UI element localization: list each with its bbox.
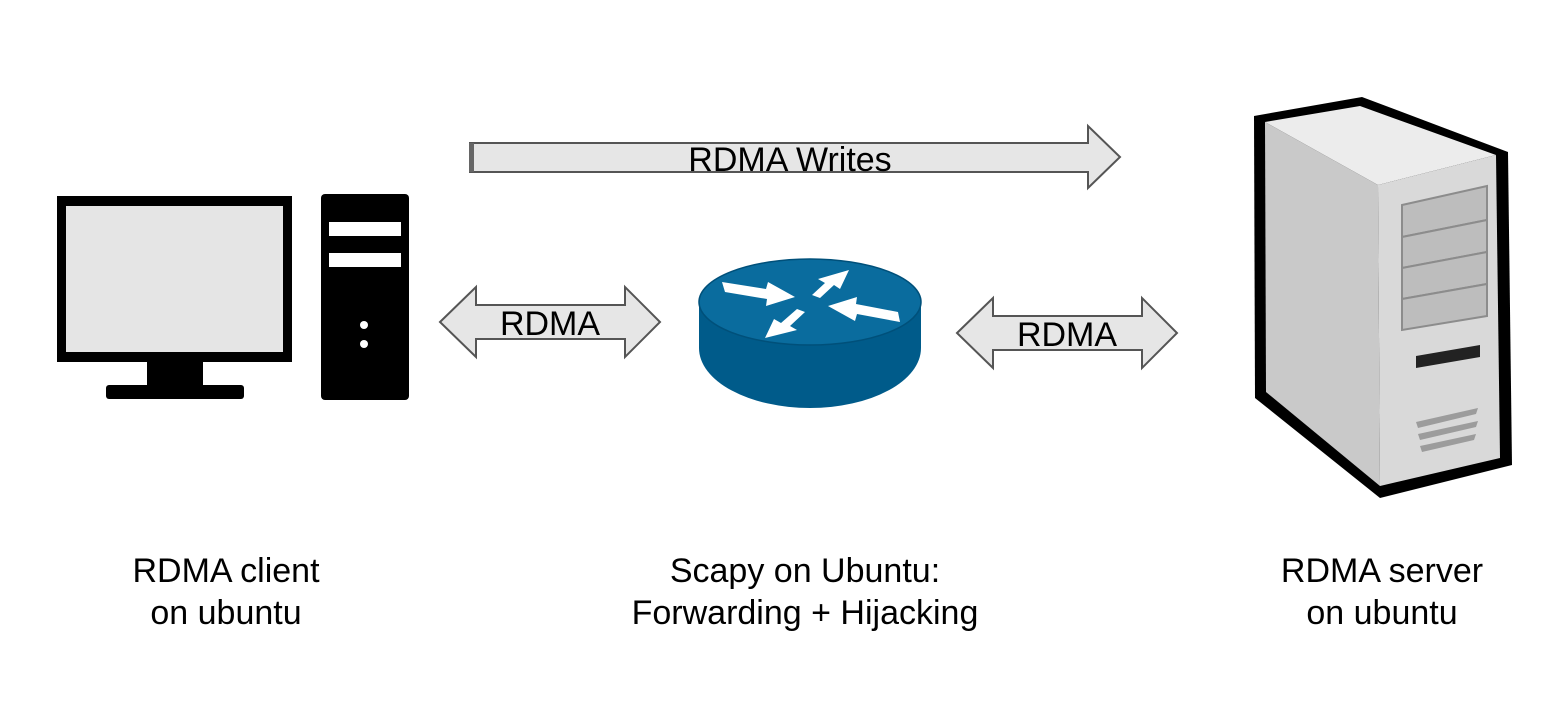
desktop-computer-icon <box>57 194 409 400</box>
client-caption-line2: on ubuntu <box>150 594 301 632</box>
rdma-link-left-arrow: RDMA <box>438 284 662 360</box>
client-caption-line1: RDMA client <box>132 552 320 590</box>
rdma-link-right-label: RDMA <box>1017 316 1117 354</box>
server-caption-line1: RDMA server <box>1281 552 1483 590</box>
middle-caption: Scapy on Ubuntu: Forwarding + Hijacking <box>632 552 979 632</box>
server-caption-line2: on ubuntu <box>1306 594 1457 632</box>
tower-server-icon <box>1254 97 1512 498</box>
client-caption: RDMA client on ubuntu <box>132 552 320 632</box>
rdma-link-right-arrow: RDMA <box>955 295 1179 371</box>
rdma-writes-arrow: RDMA Writes <box>469 123 1122 191</box>
middle-caption-line2: Forwarding + Hijacking <box>632 594 979 632</box>
rdma-link-left-label: RDMA <box>500 305 600 343</box>
server-caption: RDMA server on ubuntu <box>1281 552 1483 632</box>
rdma-writes-label: RDMA Writes <box>688 141 891 179</box>
router-icon <box>698 258 922 408</box>
middle-caption-line1: Scapy on Ubuntu: <box>670 552 940 590</box>
